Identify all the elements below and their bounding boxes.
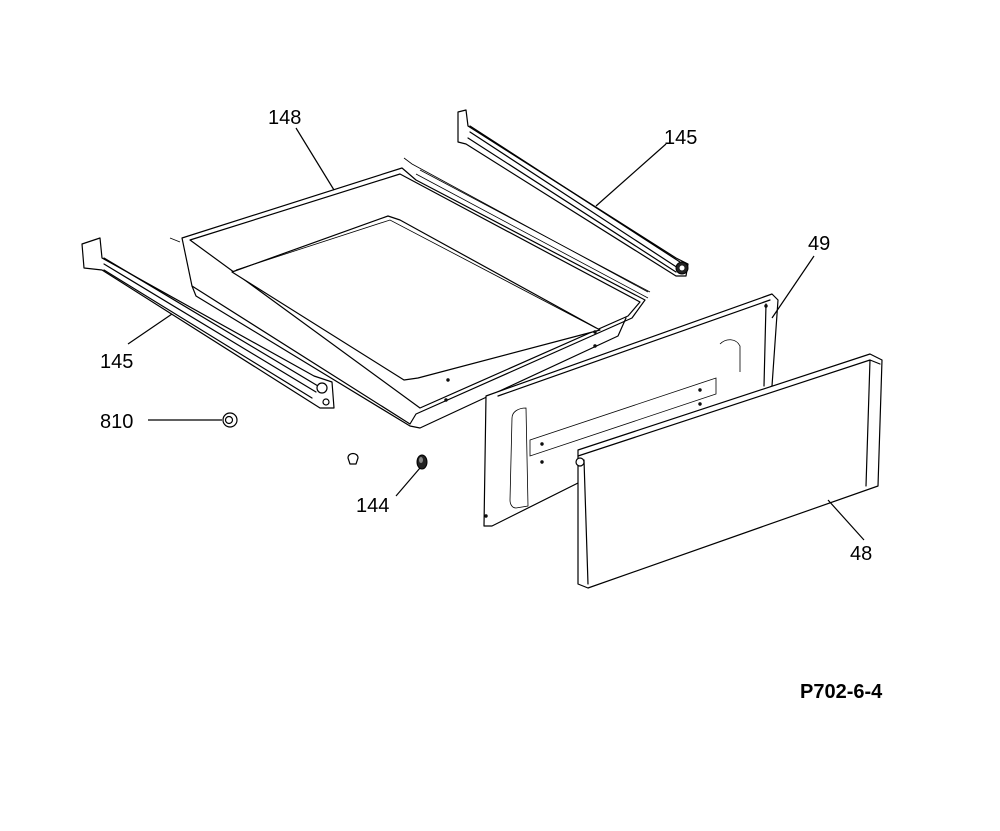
slide-rail-rear	[457, 109, 689, 277]
drawer-tray	[169, 157, 651, 429]
bumper-part	[416, 454, 428, 470]
leader-145-rear	[595, 143, 667, 207]
leader-lines	[127, 127, 865, 541]
leader-144	[395, 467, 421, 497]
small-clip	[347, 452, 359, 465]
part-labels: 148 145 145 49 48 810 144	[100, 107, 872, 565]
label-48: 48	[850, 543, 872, 565]
leader-148	[295, 127, 335, 191]
leader-48	[827, 499, 865, 541]
label-810: 810	[100, 411, 133, 433]
drawing-reference: P702-6-4	[800, 681, 883, 703]
slide-rail-front	[81, 237, 335, 409]
label-144: 144	[356, 495, 389, 517]
leader-145-front	[127, 313, 173, 345]
outer-drawer-front	[575, 353, 883, 589]
label-148: 148	[268, 107, 301, 129]
label-145-rear: 145	[664, 127, 697, 149]
label-49: 49	[808, 233, 830, 255]
label-145-front: 145	[100, 351, 133, 373]
leader-49	[771, 255, 815, 319]
nut-part	[222, 412, 238, 428]
